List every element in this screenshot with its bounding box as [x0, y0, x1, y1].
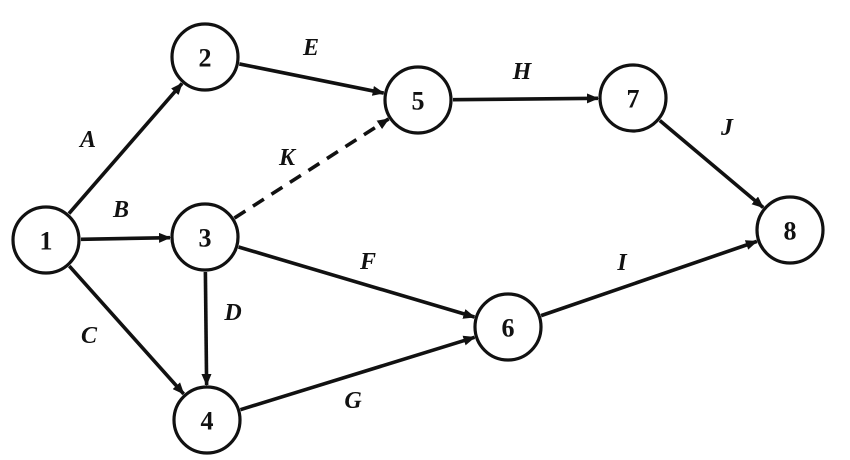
edge-b-label: B: [112, 197, 129, 223]
edge-h-label: H: [512, 59, 533, 85]
node-7-circle: [598, 63, 668, 133]
node-7: 7: [598, 63, 668, 133]
node-5: 5: [383, 65, 453, 135]
edge-labels-layer: A B C D E K F G H J I: [78, 35, 734, 414]
node-3-circle: [170, 202, 240, 272]
edge-g-arrow: [239, 335, 476, 412]
node-4-circle: [172, 385, 242, 455]
node-3: 3: [170, 202, 240, 272]
edge-c-label: C: [81, 323, 98, 349]
edge-a-arrow: [67, 82, 184, 215]
node-6-circle: [473, 292, 543, 362]
node-1-circle: [11, 205, 81, 275]
node-7-label: 7: [627, 85, 640, 114]
node-8-label: 8: [784, 217, 797, 246]
edge-k-arrow: [233, 117, 390, 220]
node-1: 1: [11, 205, 81, 275]
edge-b-arrow: [80, 232, 172, 243]
node-6-label: 6: [502, 314, 515, 343]
nodes-layer: 1 2 3 4 5 6 7 8: [11, 22, 825, 455]
node-2: 2: [170, 22, 240, 92]
edge-a-label: A: [78, 127, 96, 153]
node-8-circle: [755, 195, 825, 265]
edge-e-arrow: [238, 62, 385, 96]
node-5-circle: [383, 65, 453, 135]
node-4: 4: [172, 385, 242, 455]
node-1-label: 1: [40, 227, 53, 256]
edge-j-label: J: [720, 115, 734, 141]
node-6: 6: [473, 292, 543, 362]
edge-k-label: K: [278, 145, 297, 171]
edge-i-label: I: [616, 250, 628, 276]
edge-h-arrow: [452, 93, 600, 104]
edge-d-arrow: [201, 271, 212, 387]
node-2-circle: [170, 22, 240, 92]
node-8: 8: [755, 195, 825, 265]
node-5-label: 5: [412, 87, 425, 116]
edges-layer: [67, 62, 765, 412]
edge-e-label: E: [302, 35, 319, 61]
edge-d-label: D: [223, 300, 241, 326]
edge-f-arrow: [238, 245, 476, 319]
node-2-label: 2: [199, 44, 212, 73]
edge-g-label: G: [344, 388, 362, 414]
node-4-label: 4: [201, 407, 214, 436]
node-3-label: 3: [199, 224, 212, 253]
edge-f-label: F: [359, 249, 376, 275]
edge-j-arrow: [658, 119, 765, 209]
edge-i-arrow: [540, 239, 758, 318]
edge-c-arrow: [67, 264, 186, 396]
